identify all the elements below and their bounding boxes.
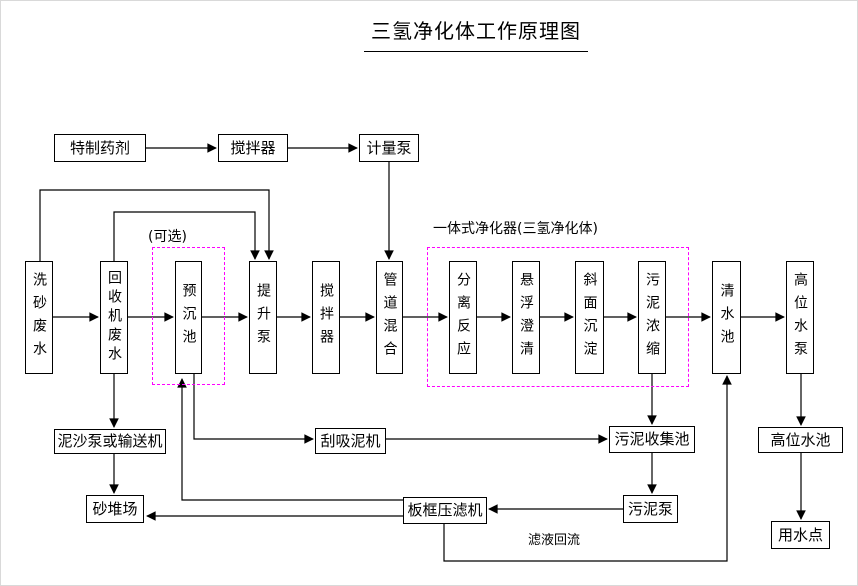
node-sand-yard: 砂堆场 (86, 495, 144, 523)
node-sand-pump-conveyor: 泥沙泵或输送机 (54, 429, 166, 454)
node-high-level-pump: 高位水泵 (786, 261, 814, 374)
node-water-use-point: 用水点 (771, 521, 830, 549)
node-metering-pump: 计量泵 (359, 134, 419, 162)
node-suspension-clarification: 悬浮澄清 (512, 261, 540, 374)
node-separation-reaction: 分离反应 (449, 261, 477, 374)
node-recycler-wastewater: 回收机废水 (100, 261, 128, 374)
node-pre-sedimentation-tank: 预沉池 (175, 261, 202, 374)
optional-group-box (152, 247, 225, 385)
node-inclined-sedimentation: 斜面沉淀 (575, 261, 604, 374)
filtrate-return-label: 滤液回流 (528, 533, 581, 548)
node-sludge-scraper: 刮吸泥机 (315, 428, 386, 454)
node-high-level-tank: 高位水池 (758, 427, 843, 453)
node-sand-washing-wastewater: 洗砂废水 (25, 261, 53, 374)
node-sludge-collection-tank: 污泥收集池 (609, 426, 695, 453)
node-sludge-pump: 污泥泵 (623, 495, 678, 523)
node-mixer: 搅拌器 (312, 261, 340, 374)
diagram-title: 三氢净化体工作原理图 (364, 15, 588, 52)
integrated-purifier-label: 一体式净化器(三氢净化体) (433, 221, 598, 237)
node-sludge-thickening: 污泥浓缩 (638, 261, 666, 374)
integrated-purifier-group-box (427, 247, 689, 387)
node-mixer-top: 搅拌器 (218, 134, 288, 162)
optional-label: (可选) (148, 229, 187, 245)
node-lift-pump: 提升泵 (249, 261, 277, 374)
node-clear-water-tank: 清水池 (712, 261, 741, 374)
node-special-agent: 特制药剂 (54, 134, 146, 162)
node-filter-press: 板框压滤机 (403, 497, 487, 524)
node-pipeline-mixing: 管道混合 (376, 261, 403, 374)
